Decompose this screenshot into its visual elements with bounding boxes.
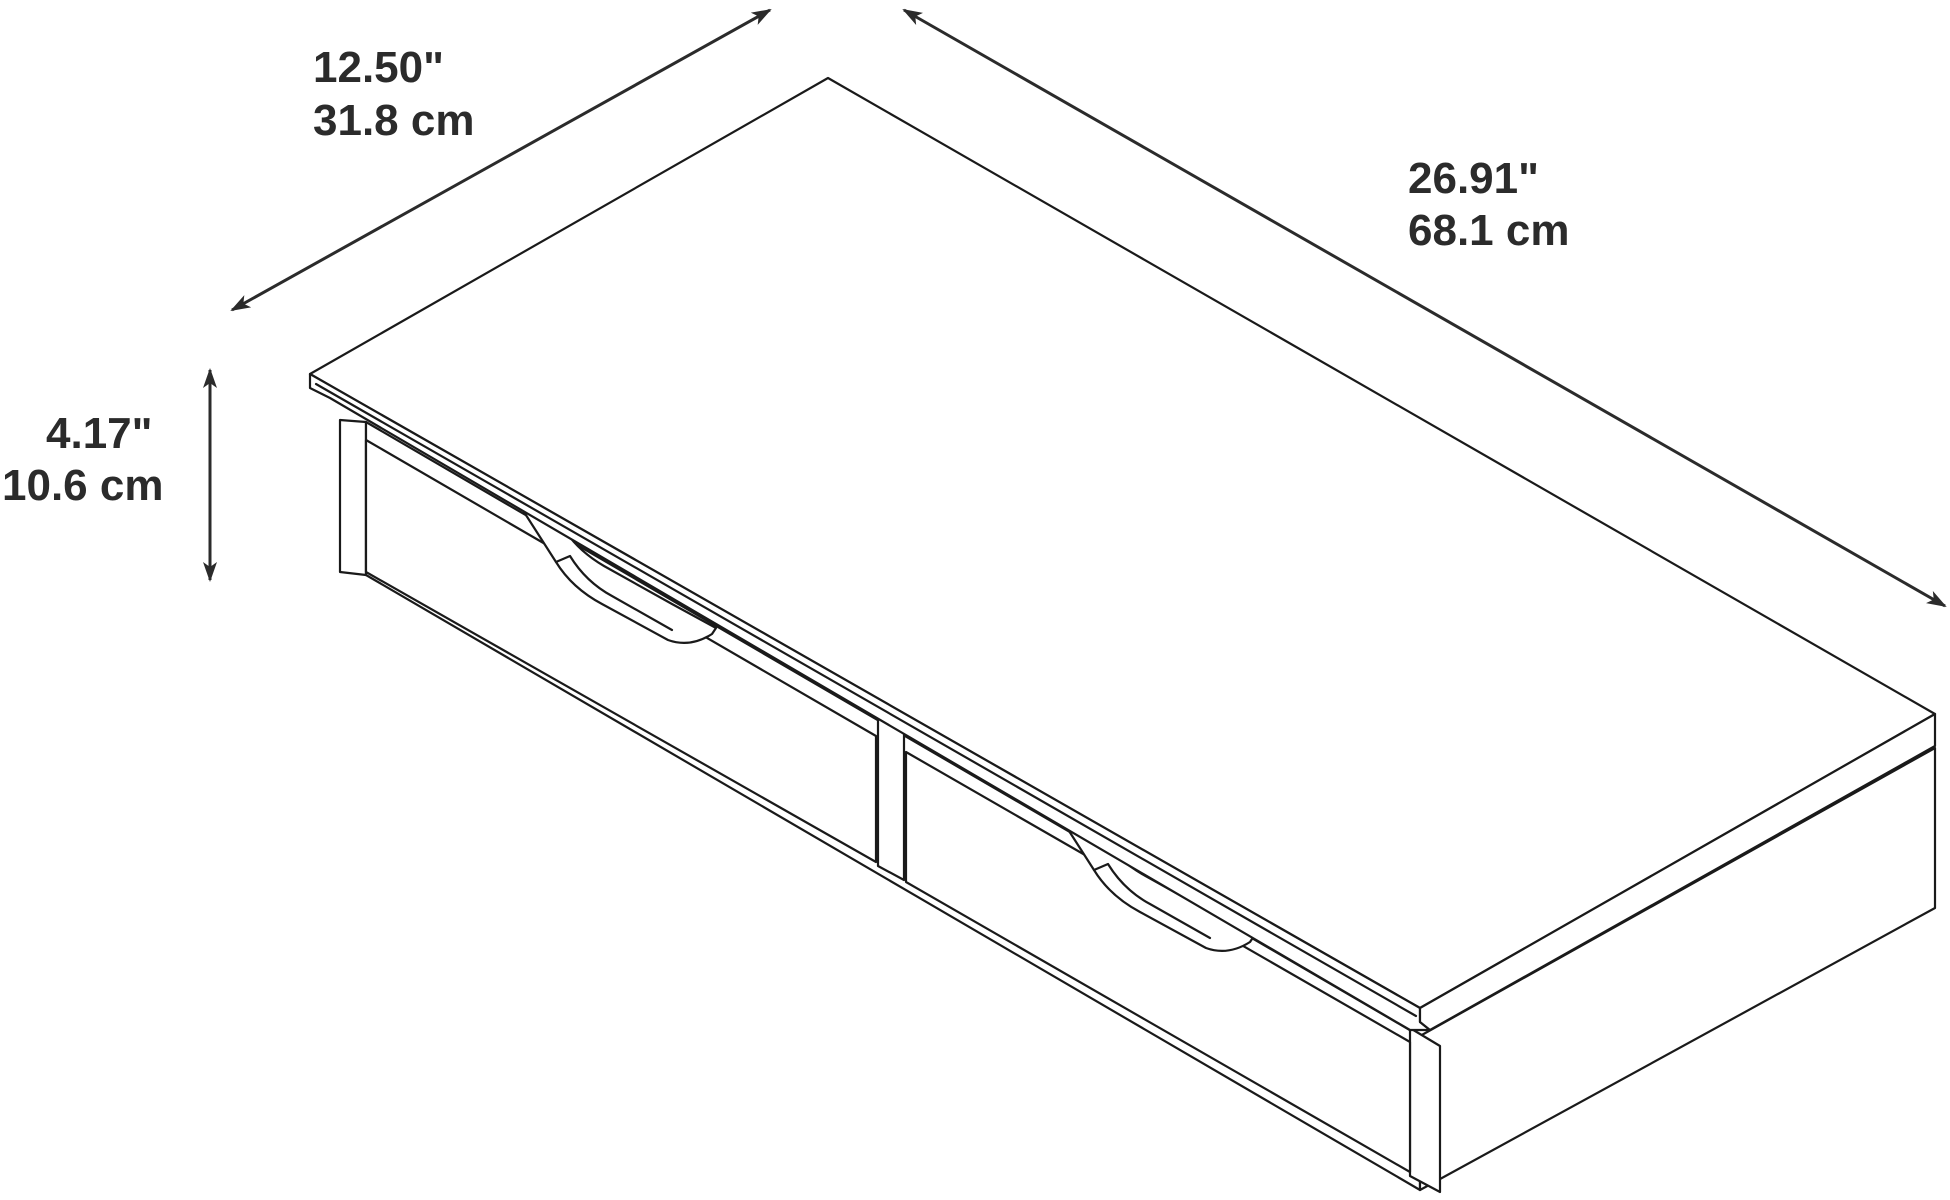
top-right-edge: [1418, 712, 1937, 1032]
depth-cm: 31.8 cm: [313, 96, 474, 145]
dimension-lines: [203, 8, 1947, 608]
depth-inches: 12.50": [313, 43, 444, 92]
height-cm: 10.6 cm: [2, 461, 163, 510]
width-inches: 26.91": [1408, 154, 1539, 203]
height-label: 4.17" 10.6 cm: [2, 409, 163, 510]
top-edge-detail: [314, 382, 1418, 1018]
width-cm: 68.1 cm: [1408, 206, 1569, 255]
width-dimension-arrow: [902, 8, 1947, 608]
middle-divider: [876, 710, 906, 882]
depth-dimension-arrow: [230, 8, 772, 312]
width-label: 26.91" 68.1 cm: [1408, 154, 1569, 255]
monitor-stand: [308, 76, 1937, 1194]
height-inches: 4.17": [46, 409, 153, 458]
depth-label: 12.50" 31.8 cm: [313, 43, 474, 145]
right-post: [1408, 1026, 1442, 1194]
left-end-panel: [338, 418, 368, 577]
